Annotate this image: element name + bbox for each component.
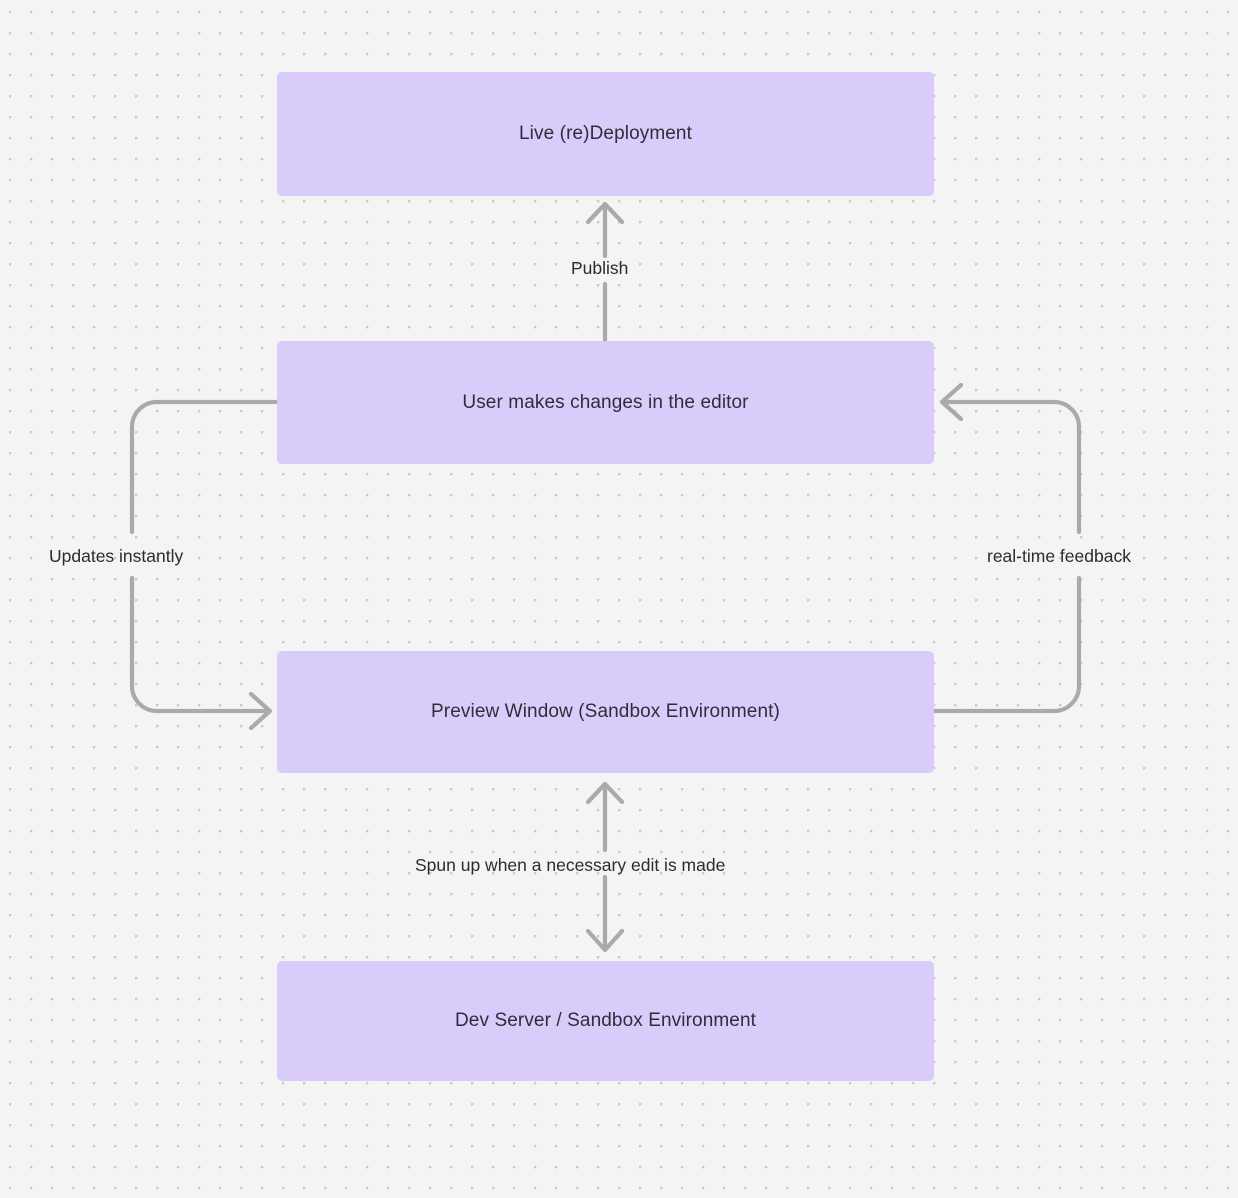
node-dev-server-label: Dev Server / Sandbox Environment — [454, 1010, 756, 1032]
edge-label-spun-up: Spun up when a necessary edit is made — [415, 855, 726, 875]
node-preview-window[interactable]: Preview Window (Sandbox Environment) — [277, 651, 934, 773]
edge-label-updates-instantly: Updates instantly — [49, 546, 184, 566]
edge-label-publish: Publish — [571, 258, 629, 278]
edge-label-real-time-feedback: real-time feedback — [987, 546, 1131, 566]
node-dev-server[interactable]: Dev Server / Sandbox Environment — [277, 961, 934, 1081]
node-user-makes-changes-label: User makes changes in the editor — [462, 391, 749, 413]
node-user-makes-changes[interactable]: User makes changes in the editor — [277, 341, 934, 464]
node-live-deployment-label: Live (re)Deployment — [519, 123, 692, 145]
node-live-deployment[interactable]: Live (re)Deployment — [277, 72, 934, 196]
node-preview-window-label: Preview Window (Sandbox Environment) — [431, 701, 780, 723]
